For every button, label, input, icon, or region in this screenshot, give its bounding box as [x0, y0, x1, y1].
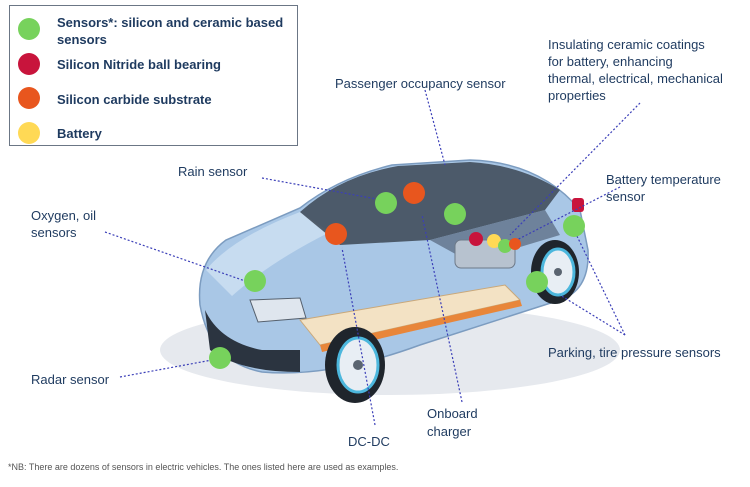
marker-tire-sensor-rear [563, 215, 585, 237]
marker-rain-sensor [375, 192, 397, 214]
callout-parking-tire: Parking, tire pressure sensors [548, 345, 721, 360]
callout-dc-dc: DC-DC [348, 434, 390, 449]
callout-onboard-2: charger [427, 424, 472, 439]
footnote: *NB: There are dozens of sensors in elec… [8, 462, 399, 472]
marker-battery [487, 234, 501, 248]
marker-parking-sensor [526, 271, 548, 293]
marker-substrate-front [325, 223, 347, 245]
substrate-dot-icon [18, 87, 40, 109]
legend: Sensors*: silicon and ceramic based sens… [9, 5, 298, 146]
headlight [249, 297, 307, 323]
callout-onboard-1: Onboard [427, 406, 478, 421]
rear-taillight [572, 198, 584, 212]
callout-battery-temp-1: Battery temperature [606, 172, 721, 187]
marker-substrate-top [403, 182, 425, 204]
callout-battery-temp-2: sensor [606, 189, 646, 204]
legend-label-bearing: Silicon Nitride ball bearing [57, 57, 221, 72]
marker-passenger-sensor [444, 203, 466, 225]
bearing-dot-icon [18, 53, 40, 75]
callout-radar-sensor: Radar sensor [31, 372, 110, 387]
sensor-dot-icon [18, 18, 40, 40]
marker-bearing [469, 232, 483, 246]
marker-battery-substrate [509, 238, 521, 250]
legend-label-battery: Battery [57, 126, 102, 141]
car-hood [206, 212, 330, 296]
legend-label-sensors-1: Sensors*: silicon and ceramic based [57, 15, 284, 30]
marker-radar-sensor [209, 347, 231, 369]
callout-insulating-3: thermal, electrical, mechanical [548, 71, 723, 86]
car-windshield [300, 162, 560, 245]
marker-battery-temp-sensor [498, 239, 512, 253]
callout-insulating-1: Insulating ceramic coatings [548, 37, 705, 52]
callout-insulating-2: for battery, enhancing [548, 54, 673, 69]
callout-oxygen-2: sensors [31, 225, 77, 240]
battery-dot-icon [18, 122, 40, 144]
marker-oxygen-sensor [244, 270, 266, 292]
leader-lines [104, 89, 641, 426]
legend-label-sensors-2: sensors [57, 32, 107, 47]
callout-insulating-4: properties [548, 88, 606, 103]
callout-oxygen-1: Oxygen, oil [31, 208, 97, 223]
callout-passenger-occupancy: Passenger occupancy sensor [335, 76, 506, 91]
callout-rain-sensor: Rain sensor [178, 164, 248, 179]
front-wheel [325, 327, 385, 403]
legend-label-substrate: Silicon carbide substrate [57, 92, 212, 107]
